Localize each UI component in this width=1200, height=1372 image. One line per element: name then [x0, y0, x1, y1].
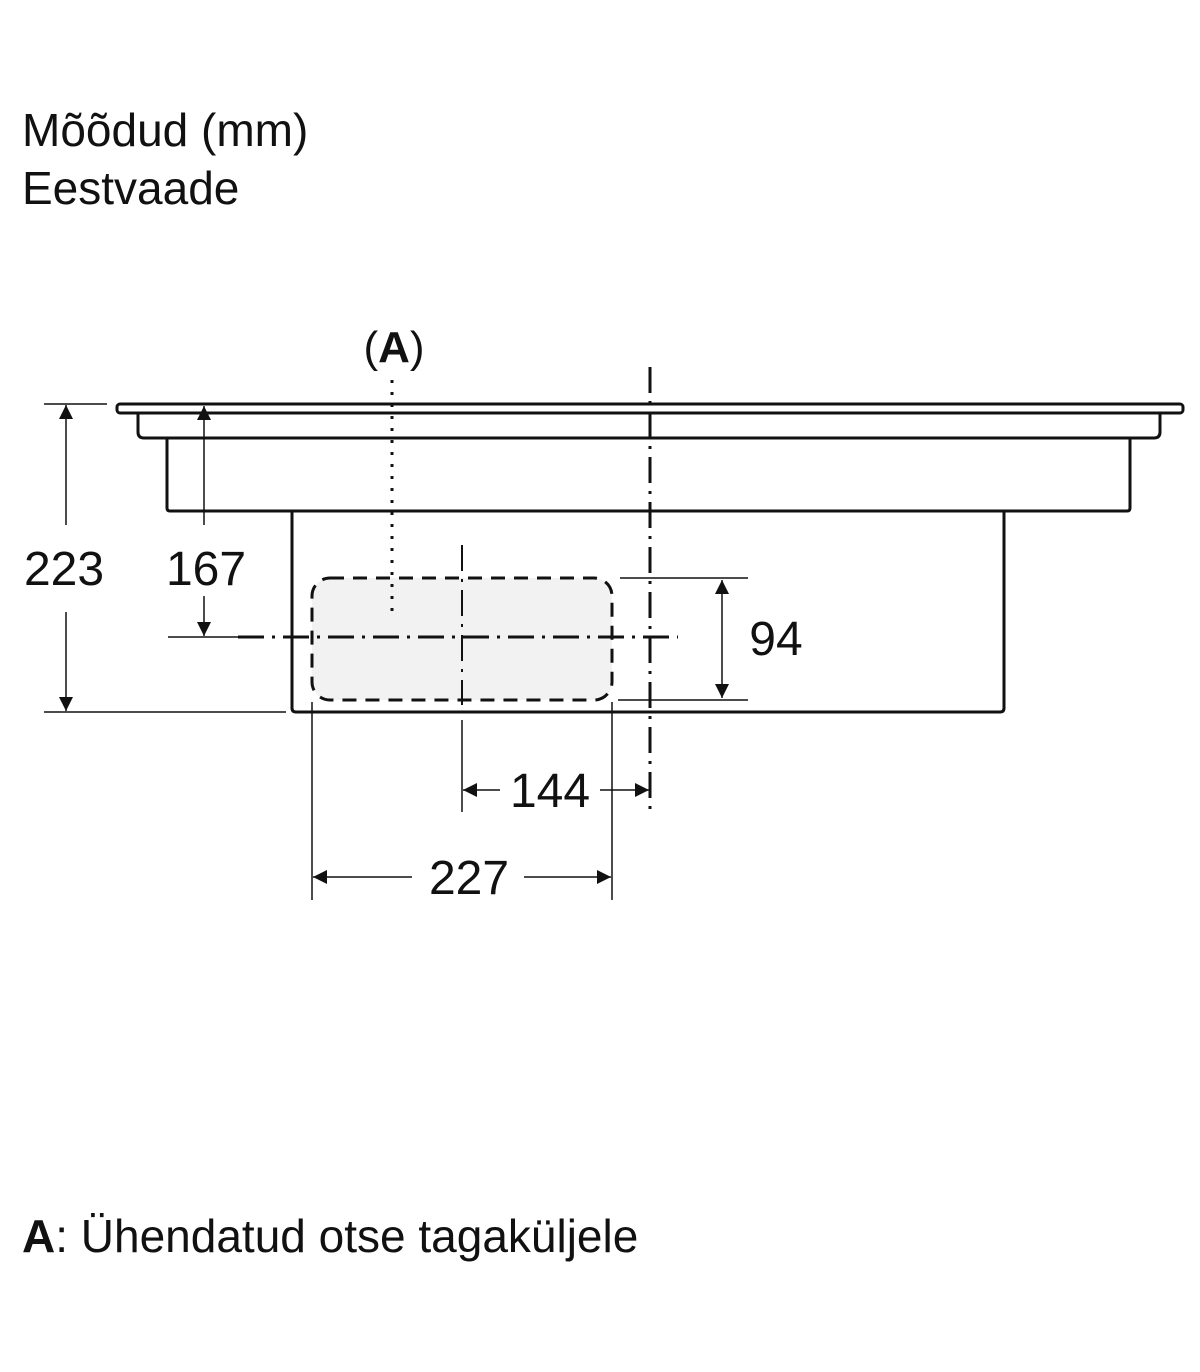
glass-top-plate	[115, 402, 1185, 415]
legend-note: A: Ühendatud otse tagaküljele	[22, 1208, 638, 1264]
dim-167-label: 167	[166, 543, 246, 596]
dim-227-label: 227	[429, 852, 509, 905]
drawing-title: Mõõdud (mm)	[22, 104, 309, 156]
legend-key: A	[22, 1210, 56, 1262]
callout-a: (A)	[363, 323, 424, 372]
legend-text: Ühendatud otse tagaküljele	[68, 1210, 639, 1262]
drawing-view-label: Eestvaade	[22, 162, 240, 214]
legend-separator: :	[55, 1210, 69, 1262]
dim-223-label: 223	[24, 543, 104, 596]
dim-144-label: 144	[510, 765, 590, 818]
extractor-box	[290, 511, 1006, 714]
dim-94-label: 94	[749, 613, 802, 666]
